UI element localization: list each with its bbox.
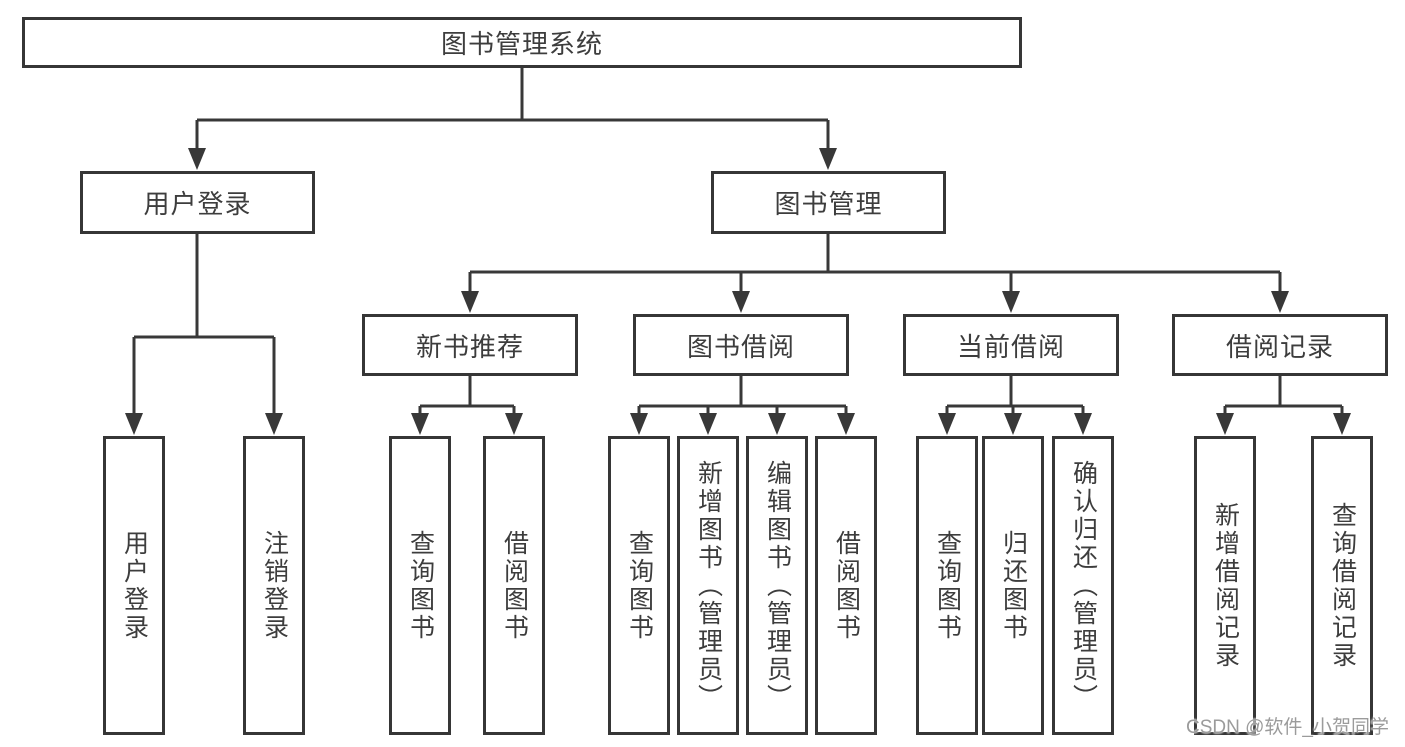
connector-line (132, 234, 276, 414)
leaf-logout: 注销登录 (243, 436, 305, 735)
leaf-borrow-books-newbooks-label: 借阅图书 (500, 529, 529, 642)
arrowhead-down-icon (1074, 413, 1092, 435)
node-current-borrowing-label: 当前借阅 (956, 331, 1065, 362)
connector-borrow-records-to-leaves (1216, 376, 1351, 435)
node-user-login-label: 用户登录 (143, 189, 252, 219)
node-root: 图书管理系统 (22, 17, 1022, 68)
connector-line (418, 376, 516, 414)
node-book-management-label: 图书管理 (774, 189, 883, 219)
arrowhead-down-icon (505, 413, 523, 435)
arrowhead-down-icon (1002, 291, 1020, 313)
arrowhead-down-icon (1216, 413, 1234, 435)
leaf-query-books-borrowing: 查询图书 (608, 436, 670, 735)
node-borrow-records-label: 借阅记录 (1225, 331, 1334, 362)
leaf-query-borrow-record-label: 查询借阅记录 (1328, 501, 1357, 670)
connector-book-mgmt-to-level3 (461, 234, 1289, 313)
arrowhead-down-icon (1333, 413, 1351, 435)
leaf-borrow-books-borrowing-label: 借阅图书 (832, 529, 861, 642)
arrowhead-down-icon (732, 291, 750, 313)
node-book-borrowing-label: 图书借阅 (686, 331, 795, 362)
node-root-label: 图书管理系统 (440, 29, 603, 59)
node-new-book-recommend: 新书推荐 (362, 314, 578, 376)
connector-user-login-to-leaves (125, 234, 283, 435)
connector-root-to-level2 (188, 68, 837, 170)
arrowhead-down-icon (1004, 413, 1022, 435)
csdn-watermark: CSDN @软件_小贺同学 (1186, 717, 1389, 738)
node-new-book-recommend-label: 新书推荐 (415, 331, 524, 362)
connector-line (945, 376, 1085, 414)
arrowhead-down-icon (630, 413, 648, 435)
leaf-query-books-newbooks-label: 查询图书 (406, 529, 435, 642)
arrowhead-down-icon (1271, 291, 1289, 313)
leaf-add-book-admin-label: 新增图书（管理员） (694, 459, 723, 712)
connector-line (637, 376, 848, 414)
node-user-login: 用户登录 (80, 171, 315, 234)
leaf-user-login-label: 用户登录 (120, 529, 149, 642)
leaf-add-borrow-record-label: 新增借阅记录 (1211, 501, 1240, 670)
leaf-logout-label: 注销登录 (260, 529, 289, 642)
connector-line (1223, 376, 1344, 414)
leaf-query-books-newbooks: 查询图书 (389, 436, 451, 735)
leaf-query-books-current-label: 查询图书 (933, 529, 962, 642)
connector-book-borrowing-to-leaves (630, 376, 855, 435)
arrowhead-down-icon (411, 413, 429, 435)
node-book-borrowing: 图书借阅 (633, 314, 849, 376)
node-book-management: 图书管理 (711, 171, 946, 234)
leaf-edit-book-admin: 编辑图书（管理员） (746, 436, 808, 735)
leaf-add-borrow-record: 新增借阅记录 (1194, 436, 1256, 735)
node-borrow-records: 借阅记录 (1172, 314, 1388, 376)
leaf-query-books-borrowing-label: 查询图书 (625, 529, 654, 642)
leaf-borrow-books-newbooks: 借阅图书 (483, 436, 545, 735)
arrowhead-down-icon (819, 148, 837, 170)
connector-new-books-to-leaves (411, 376, 523, 435)
leaf-query-borrow-record: 查询借阅记录 (1311, 436, 1373, 735)
leaf-confirm-return-admin-label: 确认归还（管理员） (1069, 459, 1098, 712)
arrowhead-down-icon (699, 413, 717, 435)
arrowhead-down-icon (125, 413, 143, 435)
leaf-user-login: 用户登录 (103, 436, 165, 735)
arrowhead-down-icon (188, 148, 206, 170)
arrowhead-down-icon (837, 413, 855, 435)
leaf-return-books-label: 归还图书 (999, 529, 1028, 642)
leaf-query-books-current: 查询图书 (916, 436, 978, 735)
leaf-return-books: 归还图书 (982, 436, 1044, 735)
leaf-edit-book-admin-label: 编辑图书（管理员） (763, 459, 792, 712)
arrowhead-down-icon (461, 291, 479, 313)
arrowhead-down-icon (938, 413, 956, 435)
node-current-borrowing: 当前借阅 (903, 314, 1119, 376)
connector-line (468, 234, 1282, 292)
leaf-add-book-admin: 新增图书（管理员） (677, 436, 739, 735)
arrowhead-down-icon (265, 413, 283, 435)
arrowhead-down-icon (768, 413, 786, 435)
connector-line (195, 68, 830, 149)
leaf-confirm-return-admin: 确认归还（管理员） (1052, 436, 1114, 735)
connector-current-borrowing-to-leaves (938, 376, 1092, 435)
leaf-borrow-books-borrowing: 借阅图书 (815, 436, 877, 735)
